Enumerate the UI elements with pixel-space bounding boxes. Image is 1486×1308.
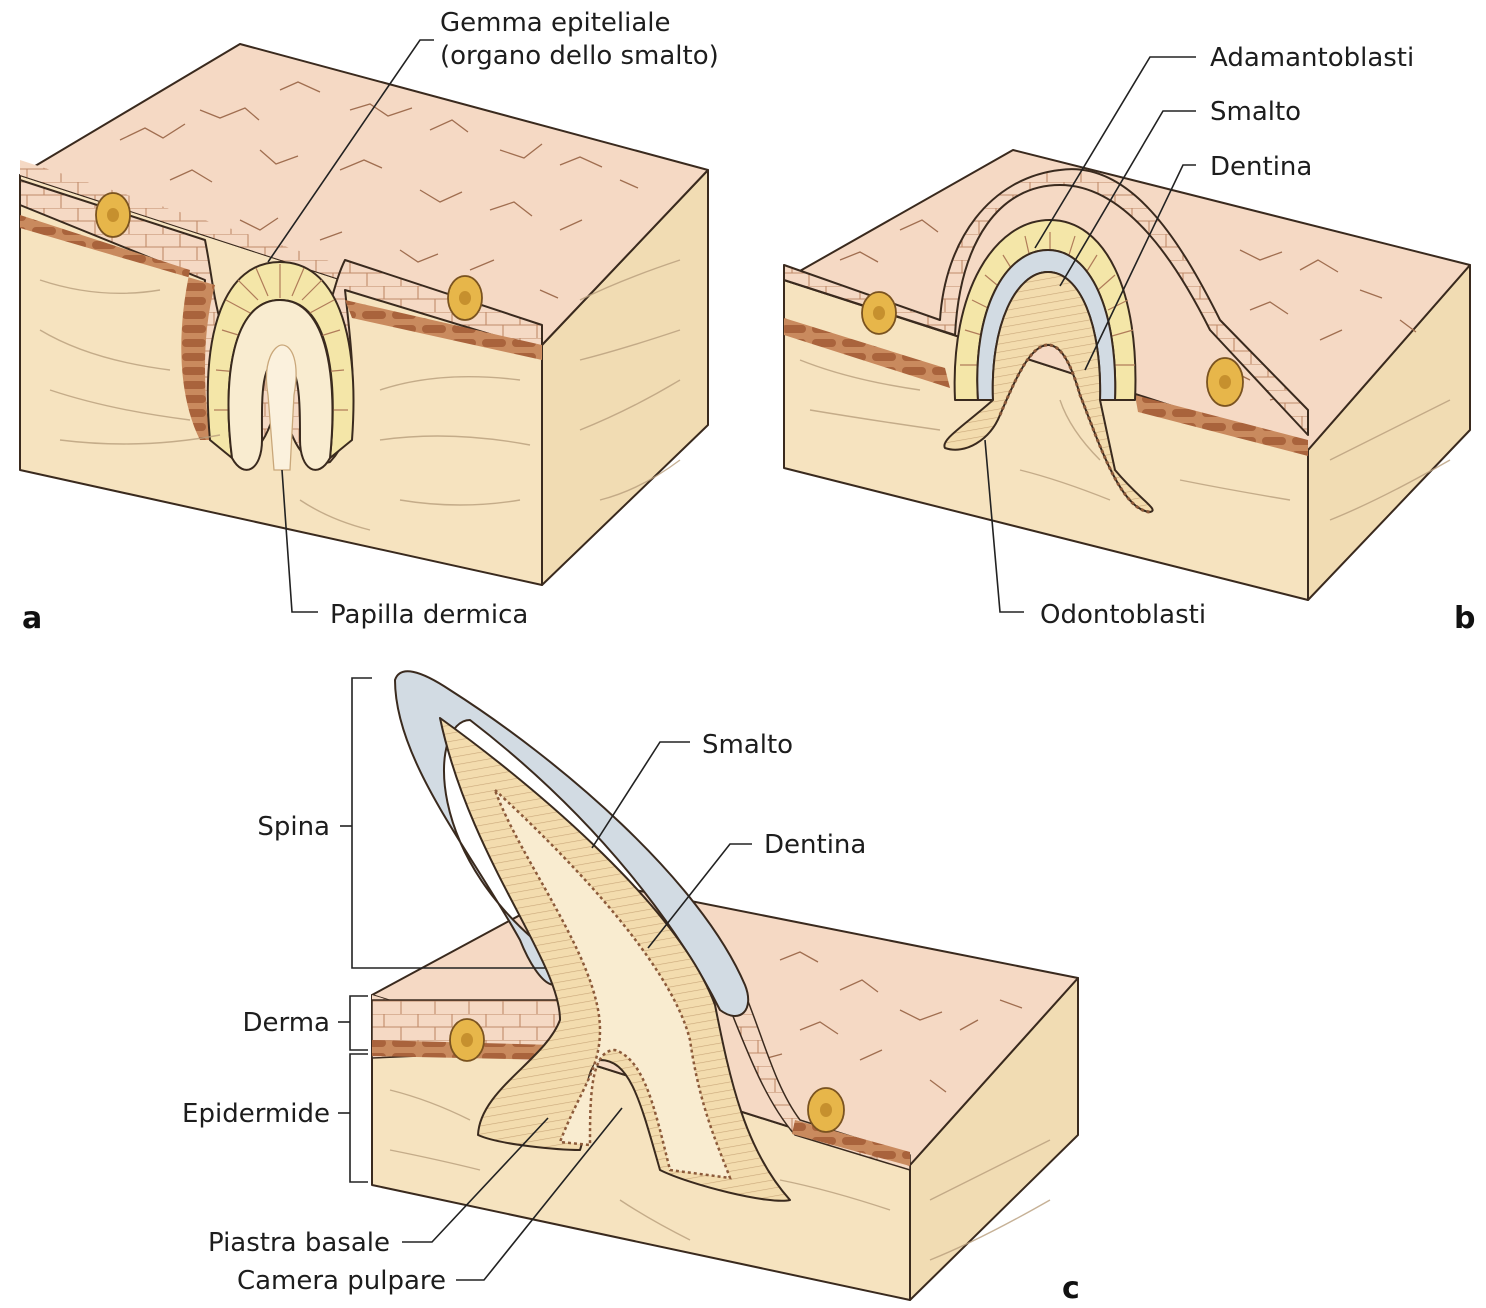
derma-bracket — [350, 996, 368, 1050]
odontoblasti-label: Odontoblasti — [1040, 600, 1206, 630]
epidermide-bracket — [350, 1054, 368, 1182]
panel-c-nucleus-left-core — [461, 1033, 473, 1047]
derma-label: Derma — [242, 1008, 330, 1038]
dentina-b-label: Dentina — [1210, 152, 1312, 182]
spina-label: Spina — [257, 812, 330, 842]
panel-b-nucleus-right-core — [1219, 375, 1231, 389]
piastra-label: Piastra basale — [208, 1228, 390, 1258]
panel-b-letter: b — [1454, 601, 1475, 636]
panel-a-nucleus-left-core — [107, 208, 119, 222]
gemma-label-line1: Gemma epiteliale — [440, 8, 671, 38]
panel-a-letter: a — [22, 601, 42, 636]
dentina-c-label: Dentina — [764, 830, 866, 860]
adamantoblasti-label: Adamantoblasti — [1210, 43, 1414, 73]
panel-c-nucleus-right-core — [820, 1103, 832, 1117]
epidermide-label: Epidermide — [182, 1099, 330, 1129]
panel-a: Gemma epiteliale (organo dello smalto) P… — [20, 8, 719, 636]
camera-label: Camera pulpare — [237, 1266, 446, 1296]
papilla-label: Papilla dermica — [330, 600, 528, 630]
smalto-b-label: Smalto — [1210, 97, 1301, 127]
panel-a-nucleus-right-core — [459, 291, 471, 305]
panel-c: Spina Derma Epidermide Smalto Dentina Pi… — [182, 671, 1080, 1306]
panel-b: Adamantoblasti Smalto Dentina Odontoblas… — [784, 43, 1475, 636]
gemma-label-line2: (organo dello smalto) — [440, 41, 719, 71]
panel-b-nucleus-left-core — [873, 306, 885, 320]
panel-c-letter: c — [1062, 1271, 1080, 1306]
smalto-c-label: Smalto — [702, 730, 793, 760]
